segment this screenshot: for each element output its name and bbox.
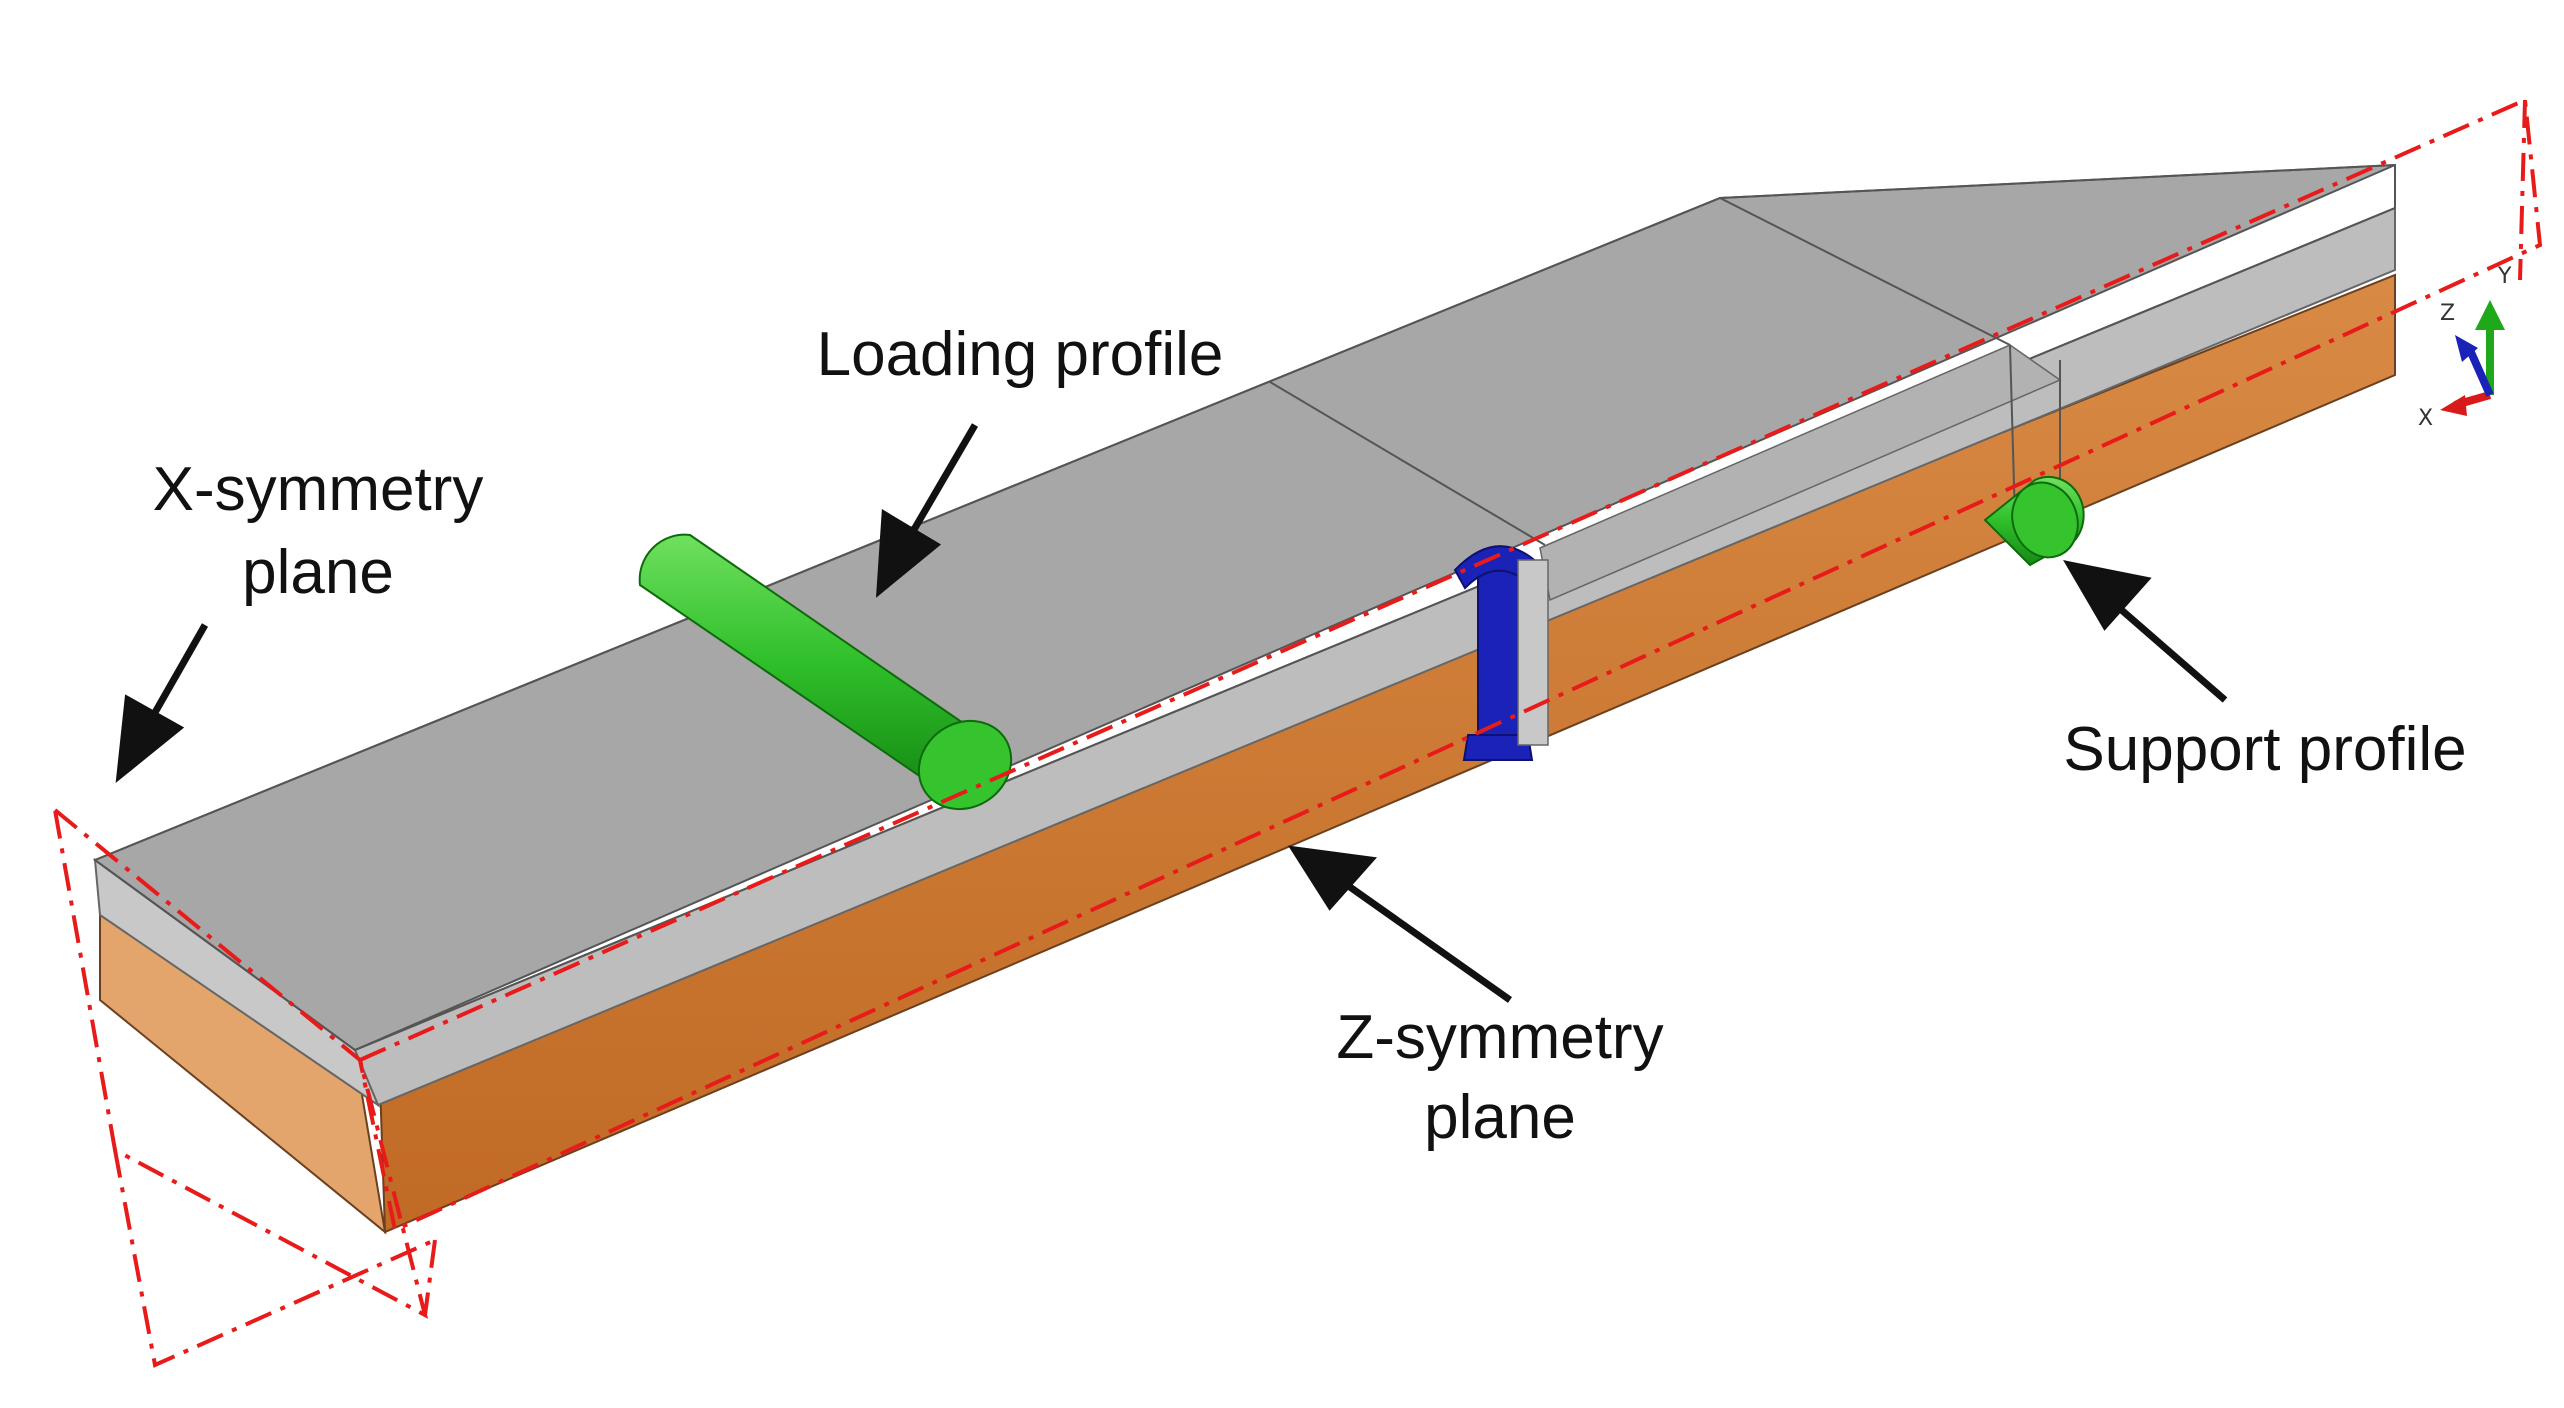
- symmetry-planes: [53, 97, 2543, 1368]
- loading-profile-label: Loading profile: [817, 320, 1224, 389]
- deck-top-surface: [92, 164, 2396, 1052]
- axis-triad: Y X Z: [2418, 264, 2512, 431]
- loading-profile-cylinder: [638, 533, 1013, 811]
- x-axis-label: X: [2418, 406, 2433, 431]
- support-profile-cylinder: [1983, 475, 2085, 567]
- z-axis-icon: [2466, 348, 2494, 397]
- x-symmetry-label-line1: X-symmetry: [153, 455, 484, 524]
- z-symmetry-plane-outline: [358, 97, 2543, 1233]
- labels: X-symmetry plane Loading profile Support…: [153, 320, 2467, 1152]
- z-axis-label: Z: [2440, 301, 2455, 326]
- beam-body: [92, 163, 2396, 1235]
- annotation-arrows: [115, 423, 2228, 1003]
- x-symmetry-label-line2: plane: [242, 538, 394, 607]
- y-axis-label: Y: [2497, 264, 2512, 289]
- support-profile-label: Support profile: [2063, 715, 2466, 784]
- z-symmetry-label-line2: plane: [1424, 1083, 1576, 1152]
- z-symmetry-label-line1: Z-symmetry: [1336, 1003, 1663, 1072]
- bottom-plane-outline: [113, 1149, 436, 1368]
- shear-connector: [1453, 545, 1549, 761]
